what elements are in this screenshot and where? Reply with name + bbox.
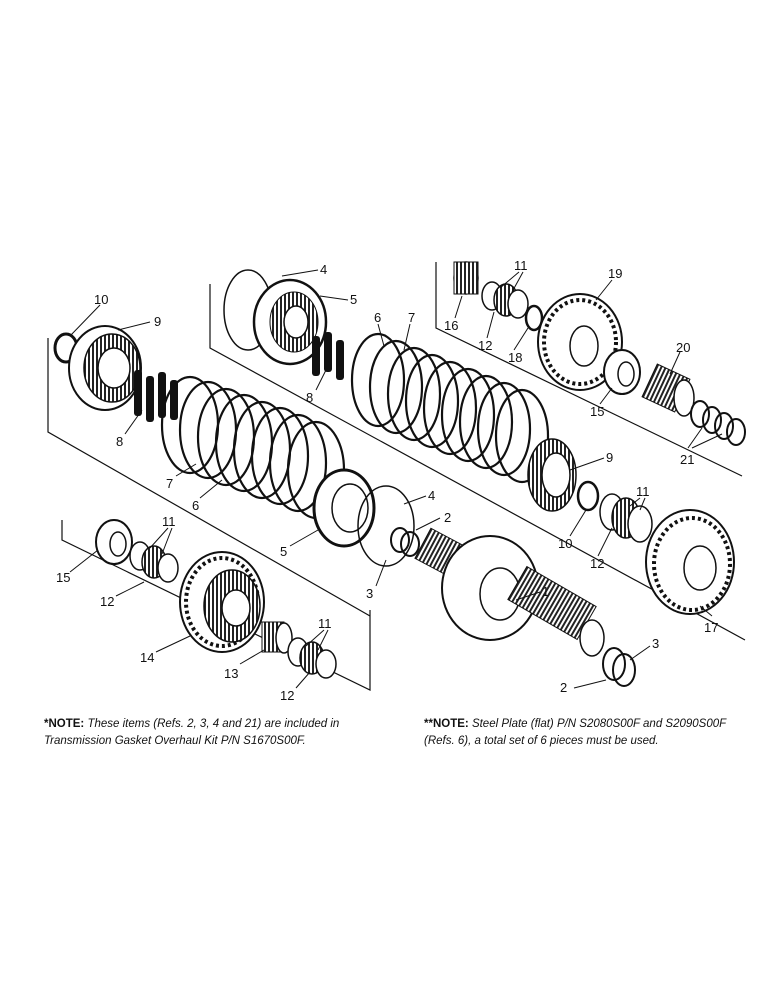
- callout-21: 21: [680, 452, 694, 467]
- callout-9: 9: [154, 314, 161, 329]
- part-11-12-bearing-top: [481, 281, 529, 319]
- callout-15: 15: [590, 404, 604, 419]
- part-2-3-rings-bottom: [602, 647, 636, 687]
- part-16-bearing: [453, 261, 479, 295]
- part-11-12-bearing-bottom: [287, 637, 337, 679]
- callout-4: 4: [320, 262, 327, 277]
- part-14-gear-drum: [179, 551, 265, 653]
- callout-13: 13: [224, 666, 238, 681]
- part-19-gear: [537, 293, 623, 391]
- callout-1: 1: [542, 584, 549, 599]
- callout-19: 19: [608, 266, 622, 281]
- callout-8: 8: [306, 390, 313, 405]
- callout-11: 11: [162, 514, 176, 529]
- part-9-hub-right: [527, 438, 577, 512]
- frame-right-upper: [435, 262, 743, 477]
- callout-4: 4: [428, 488, 435, 503]
- callout-14: 14: [140, 650, 154, 665]
- callout-17: 17: [704, 620, 718, 635]
- note-2-label: **NOTE:: [424, 718, 469, 730]
- leader-lines: [69, 269, 723, 689]
- callout-6: 6: [192, 498, 199, 513]
- part-10-ring-right: [576, 480, 600, 512]
- callout-12: 12: [478, 338, 492, 353]
- note-2-text: Steel Plate (flat) P/N S2080S00F and S20…: [424, 718, 726, 747]
- frame-middle: [209, 284, 746, 641]
- note-1-text: These items (Refs. 2, 3, 4 and 21) are i…: [44, 718, 340, 747]
- part-15-bearing-right: [603, 349, 641, 395]
- callout-numbers: 10 9 8 7 6 5 4 2 3 1 3 2 4 5 8 6 7 9 10 …: [56, 258, 718, 703]
- callout-11: 11: [636, 484, 650, 499]
- part-11-12-bearing-left: [129, 541, 179, 583]
- callout-8: 8: [116, 434, 123, 449]
- note-steel-plate: **NOTE: Steel Plate (flat) P/N S2080S00F…: [424, 716, 754, 750]
- note-1-label: *NOTE:: [44, 718, 85, 730]
- part-18-ring: [524, 304, 544, 332]
- callout-7: 7: [408, 310, 415, 325]
- part-8-springs-left: [134, 370, 178, 422]
- callout-18: 18: [508, 350, 522, 365]
- part-13-bearing: [261, 621, 293, 654]
- callout-7: 7: [166, 476, 173, 491]
- part-1-shaft-housing: [414, 527, 605, 657]
- part-2-3-rings-center: [390, 527, 420, 557]
- callout-5: 5: [350, 292, 357, 307]
- group-frames: [47, 262, 746, 691]
- frame-left-upper: [47, 338, 371, 617]
- part-4-seal-left: [357, 485, 415, 567]
- part-17-gear: [645, 509, 735, 615]
- part-8-springs-top: [312, 332, 344, 380]
- callout-11: 11: [514, 258, 528, 273]
- part-21-rings: [690, 400, 746, 446]
- part-5-piston-top: [252, 278, 328, 366]
- part-5-piston-left: [312, 468, 376, 548]
- callout-9: 9: [606, 450, 613, 465]
- callout-20: 20: [676, 340, 690, 355]
- callout-12: 12: [280, 688, 294, 703]
- part-15-bearing-left: [95, 519, 133, 565]
- part-11-12-bearing-right: [599, 493, 653, 543]
- callout-11: 11: [318, 616, 332, 631]
- callout-10: 10: [94, 292, 108, 307]
- part-9-clutch-drum: [68, 325, 142, 411]
- callout-12: 12: [100, 594, 114, 609]
- callout-3: 3: [652, 636, 659, 651]
- callout-15: 15: [56, 570, 70, 585]
- note-gasket-kit: *NOTE: These items (Refs. 2, 3, 4 and 21…: [44, 716, 384, 750]
- callout-5: 5: [280, 544, 287, 559]
- callout-10: 10: [558, 536, 572, 551]
- callout-3: 3: [366, 586, 373, 601]
- callout-16: 16: [444, 318, 458, 333]
- callout-2: 2: [560, 680, 567, 695]
- part-6-7-clutch-plates-right: [350, 332, 550, 484]
- callout-2: 2: [444, 510, 451, 525]
- callout-12: 12: [590, 556, 604, 571]
- part-20-sleeve: [641, 363, 695, 417]
- callout-6: 6: [374, 310, 381, 325]
